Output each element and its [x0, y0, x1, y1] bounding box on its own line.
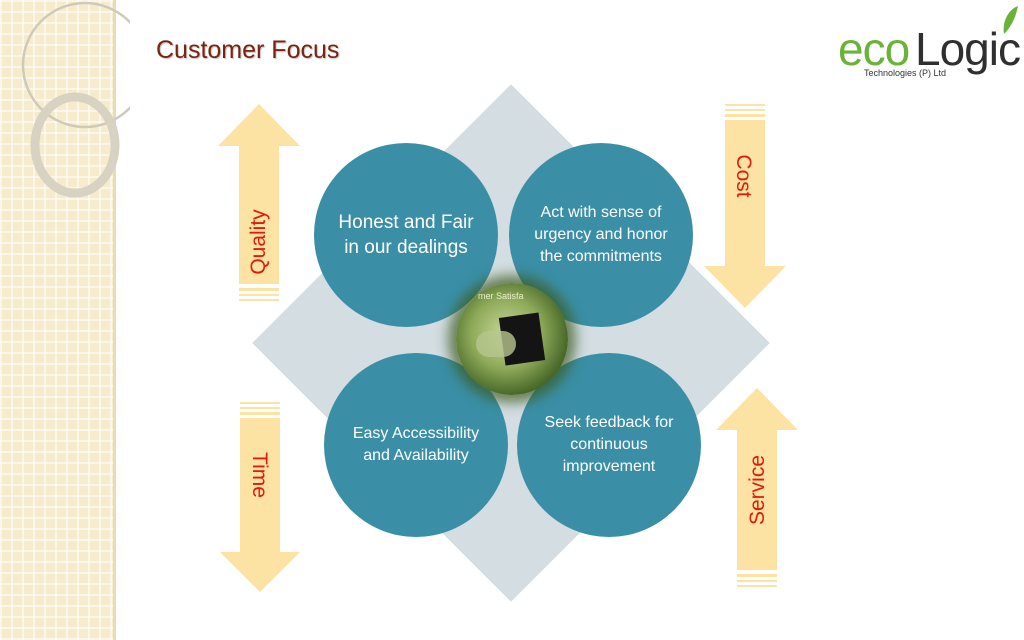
quality-label: Quality — [247, 209, 270, 275]
decorative-rings — [21, 1, 130, 198]
quadrant-text: Act with sense of urgency and honor the … — [534, 204, 668, 265]
cost-arrow — [704, 104, 786, 308]
time-label: Time — [248, 452, 271, 498]
quadrant-accessibility: Easy Accessibility and Availability — [324, 353, 508, 537]
slide-title: Customer Focus — [156, 36, 340, 64]
cost-label: Cost — [732, 154, 755, 198]
quadrant-feedback: Seek feedback for continuous improvement — [517, 353, 701, 537]
time-arrow — [220, 402, 300, 592]
service-arrow — [716, 388, 798, 587]
company-logo: eco Logic Technologies (P) Ltd — [838, 4, 1022, 88]
logo-subtitle: Technologies (P) Ltd — [864, 68, 947, 78]
service-label: Service — [746, 454, 769, 526]
quadrant-text: Honest and Fair in our dealings — [338, 212, 474, 258]
leaf-icon — [1003, 6, 1018, 34]
sidebar-edge — [113, 0, 116, 640]
quadrant-honest-fair: Honest and Fair in our dealings — [314, 143, 498, 327]
quadrant-text: Easy Accessibility and Availability — [352, 425, 480, 464]
logo-logic-text: Logic — [915, 23, 1021, 75]
handshake-image: mer Satisfa — [456, 283, 568, 395]
logo-eco-text: eco — [838, 23, 910, 75]
quality-arrow — [218, 104, 300, 301]
quadrant-text: Seek feedback for continuous improvement — [544, 414, 674, 475]
